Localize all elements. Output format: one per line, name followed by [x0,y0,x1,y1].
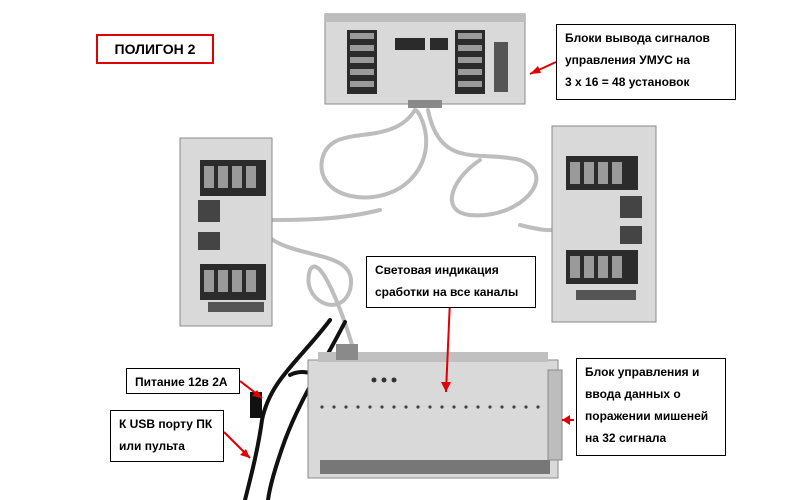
top-output-module [324,13,526,108]
left-output-module [179,137,273,327]
grey-cables [268,108,562,347]
power-plug [250,392,262,418]
callout-output-blocks: Блоки вывода сигналов управления УМУС на… [556,24,736,100]
callout-line: или пульта [119,439,185,453]
callout-line: поражении мишеней [585,409,709,423]
callout-line: Блоки вывода сигналов [565,31,710,45]
callout-light-indication: Световая индикация сработки на все канал… [366,256,536,308]
control-block [307,344,563,479]
callout-line: Световая индикация [375,263,499,277]
callout-line: Питание 12в 2А [135,375,228,389]
callout-line: Блок управления и [585,365,700,379]
callout-line: 3 х 16 = 48 установок [565,75,690,89]
callout-line: управления УМУС на [565,53,691,67]
callout-line: ввода данных о [585,387,681,401]
callout-line: сработки на все каналы [375,285,519,299]
callout-usb: К USB порту ПК или пульта [110,410,224,462]
callout-control-block: Блок управления и ввода данных о поражен… [576,358,726,456]
callout-line: К USB порту ПК [119,417,213,431]
callout-line: на 32 сигнала [585,431,667,445]
callout-power: Питание 12в 2А [126,368,240,394]
right-output-module [551,125,657,323]
page-title: ПОЛИГОН 2 [96,34,214,64]
